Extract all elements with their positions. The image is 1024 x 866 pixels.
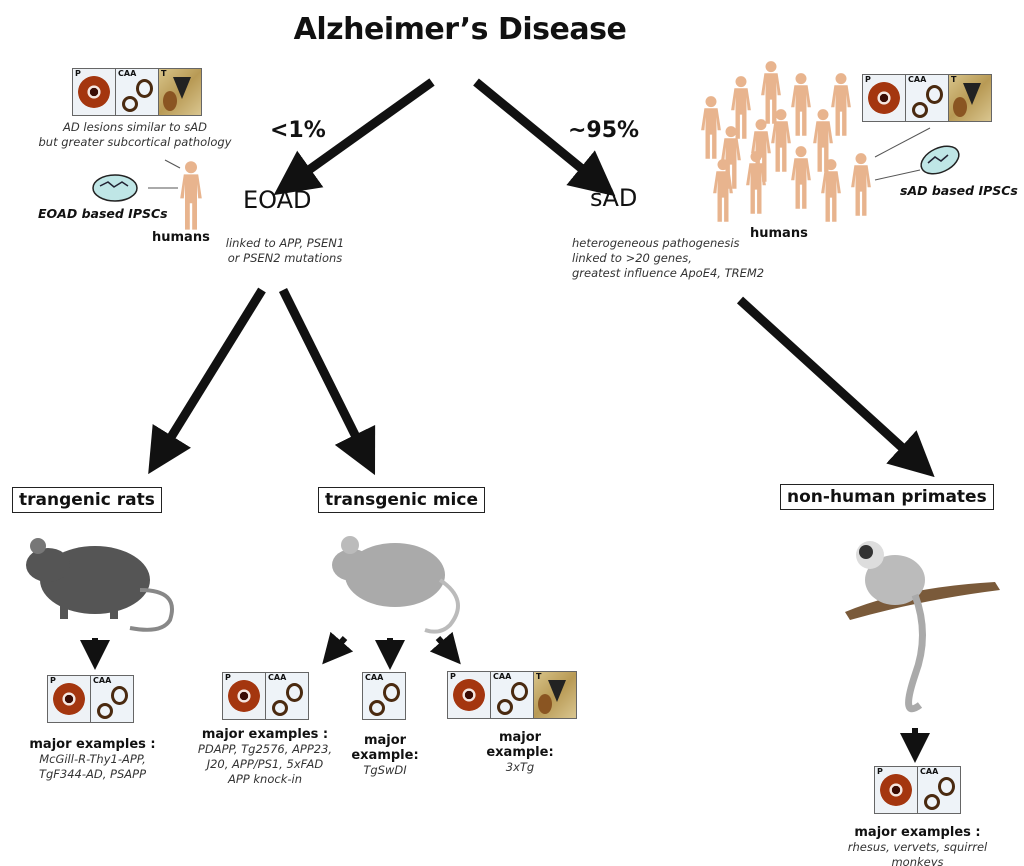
models-mice-groups-1-examples-0: TgSwDI bbox=[363, 763, 407, 777]
lesion-panels-mice-3: P CAA T bbox=[447, 671, 577, 719]
arrow-to-eoad bbox=[273, 78, 435, 196]
squirrel-monkey-illustration bbox=[845, 541, 1000, 713]
eoad-lesion-note: AD lesions similar to sAD but greater su… bbox=[30, 120, 240, 150]
eoad-ipsc-label: EOAD based IPSCs bbox=[38, 206, 168, 221]
lesion_labels-tangle: T bbox=[536, 672, 542, 681]
rats-examples: major examples : McGill-R-Thy1-APP, TgF3… bbox=[10, 737, 175, 782]
sad-label: sAD bbox=[590, 184, 638, 212]
arrow-mice-1 bbox=[322, 631, 354, 665]
eoad-percent: <1% bbox=[270, 118, 326, 143]
eoad-label: EOAD bbox=[243, 186, 312, 214]
page-title: Alzheimer’s Disease bbox=[293, 12, 627, 47]
mice-examples-2: major example: TgSwDI bbox=[335, 733, 435, 778]
models-primates-examples_label: major examples : bbox=[854, 825, 981, 840]
arrow-mice-3 bbox=[429, 631, 461, 665]
lesion_labels-plaque: P bbox=[225, 673, 231, 682]
lesion_labels-caa: CAA bbox=[908, 75, 927, 84]
mice-examples-3: major example: 3xTg bbox=[470, 730, 570, 775]
lesion_labels-tangle: T bbox=[951, 75, 957, 84]
eoad-description: linked to APP, PSEN1 or PSEN2 mutations bbox=[215, 236, 355, 266]
sad-desc-line: linked to >20 genes, bbox=[572, 251, 692, 265]
models-mice-groups-1-examples_label: major example: bbox=[351, 733, 419, 763]
sad-ipsc-label: sAD based IPSCs bbox=[900, 183, 1018, 198]
arrow-to-primates bbox=[736, 296, 935, 478]
models-rats-examples_label: major examples : bbox=[29, 737, 156, 752]
lesion_labels-caa: CAA bbox=[365, 673, 384, 682]
lesion_labels-caa: CAA bbox=[268, 673, 287, 682]
petri-dish-icon bbox=[920, 145, 960, 175]
mice-title-box: transgenic mice bbox=[318, 487, 485, 513]
plaque-panel: P bbox=[863, 75, 906, 121]
eoad-desc-line: linked to APP, PSEN1 bbox=[225, 236, 345, 250]
petri-dish-icon bbox=[92, 174, 138, 202]
lesion_labels-caa: CAA bbox=[493, 672, 512, 681]
models-primates-examples-0: rhesus, vervets, squirrel monkeys bbox=[847, 840, 988, 866]
lesion_labels-plaque: P bbox=[877, 767, 883, 776]
arrow-to-rats bbox=[148, 287, 266, 475]
models-mice-groups-2-examples_label: major example: bbox=[486, 730, 554, 760]
lesion_labels-caa: CAA bbox=[118, 69, 137, 78]
lesion_labels-plaque: P bbox=[50, 676, 56, 685]
models-mice-groups-2-examples-0: 3xTg bbox=[505, 760, 535, 774]
caa-panel: CAA bbox=[906, 75, 949, 121]
eoad_humans-lesion_note-1: but greater subcortical pathology bbox=[38, 135, 232, 149]
plaque-panel: P bbox=[73, 69, 116, 115]
lesion-panels-mice-2: CAA bbox=[362, 672, 406, 720]
arrow-to-sad bbox=[473, 78, 616, 197]
arrow-to-mice bbox=[278, 287, 376, 476]
models-mice-groups-0-examples-0: PDAPP, Tg2576, APP23, bbox=[197, 742, 333, 756]
models-rats-examples-1: TgF344-AD, PSAPP bbox=[38, 767, 147, 781]
human-figure-icon bbox=[180, 161, 202, 230]
eoad_humans-lesion_note-0: AD lesions similar to sAD bbox=[63, 120, 207, 134]
sad-percent: ~95% bbox=[568, 118, 640, 143]
lesion_labels-caa: CAA bbox=[93, 676, 112, 685]
eoad-humans-label: humans bbox=[152, 230, 210, 245]
lesion-panels-mice-1: P CAA bbox=[222, 672, 309, 720]
rats-title-box: trangenic rats bbox=[12, 487, 162, 513]
tangle-panel: T bbox=[949, 75, 991, 121]
lesion_labels-caa: CAA bbox=[920, 767, 939, 776]
lesion-panels-rats: P CAA bbox=[47, 675, 134, 723]
mouse-illustration bbox=[332, 536, 460, 634]
lesion_labels-tangle: T bbox=[161, 69, 167, 78]
models-mice-groups-0-examples-2: APP knock-in bbox=[228, 772, 302, 786]
eoad-desc-line: or PSEN2 mutations bbox=[227, 251, 343, 265]
sad-humans-label: humans bbox=[750, 226, 808, 241]
models-rats-examples-0: McGill-R-Thy1-APP, bbox=[39, 752, 146, 766]
tangle-panel: T bbox=[159, 69, 201, 115]
lesion_labels-plaque: P bbox=[75, 69, 81, 78]
models-mice-groups-0-examples-1: J20, APP/PS1, 5xFAD bbox=[206, 757, 324, 771]
lesion_labels-plaque: P bbox=[450, 672, 456, 681]
sad-description: heterogeneous pathogenesis linked to >20… bbox=[572, 236, 764, 281]
mice-examples-1: major examples : PDAPP, Tg2576, APP23, J… bbox=[195, 727, 335, 787]
caa-panel: CAA bbox=[116, 69, 159, 115]
lesion-panels-eoad: P CAA T bbox=[72, 68, 202, 116]
lesion_labels-plaque: P bbox=[865, 75, 871, 84]
models-mice-groups-0-examples_label: major examples : bbox=[201, 727, 329, 742]
sad-desc-line: heterogeneous pathogenesis bbox=[572, 236, 740, 250]
sad-desc-line: greatest influence ApoE4, TREM2 bbox=[572, 266, 765, 280]
primates-examples: major examples : rhesus, vervets, squirr… bbox=[820, 825, 1015, 866]
rat-illustration bbox=[26, 538, 174, 632]
lesion-panels-sad: P CAA T bbox=[862, 74, 992, 122]
lesion-panels-primates: P CAA bbox=[874, 766, 961, 814]
primates-title-box: non-human primates bbox=[780, 484, 994, 510]
